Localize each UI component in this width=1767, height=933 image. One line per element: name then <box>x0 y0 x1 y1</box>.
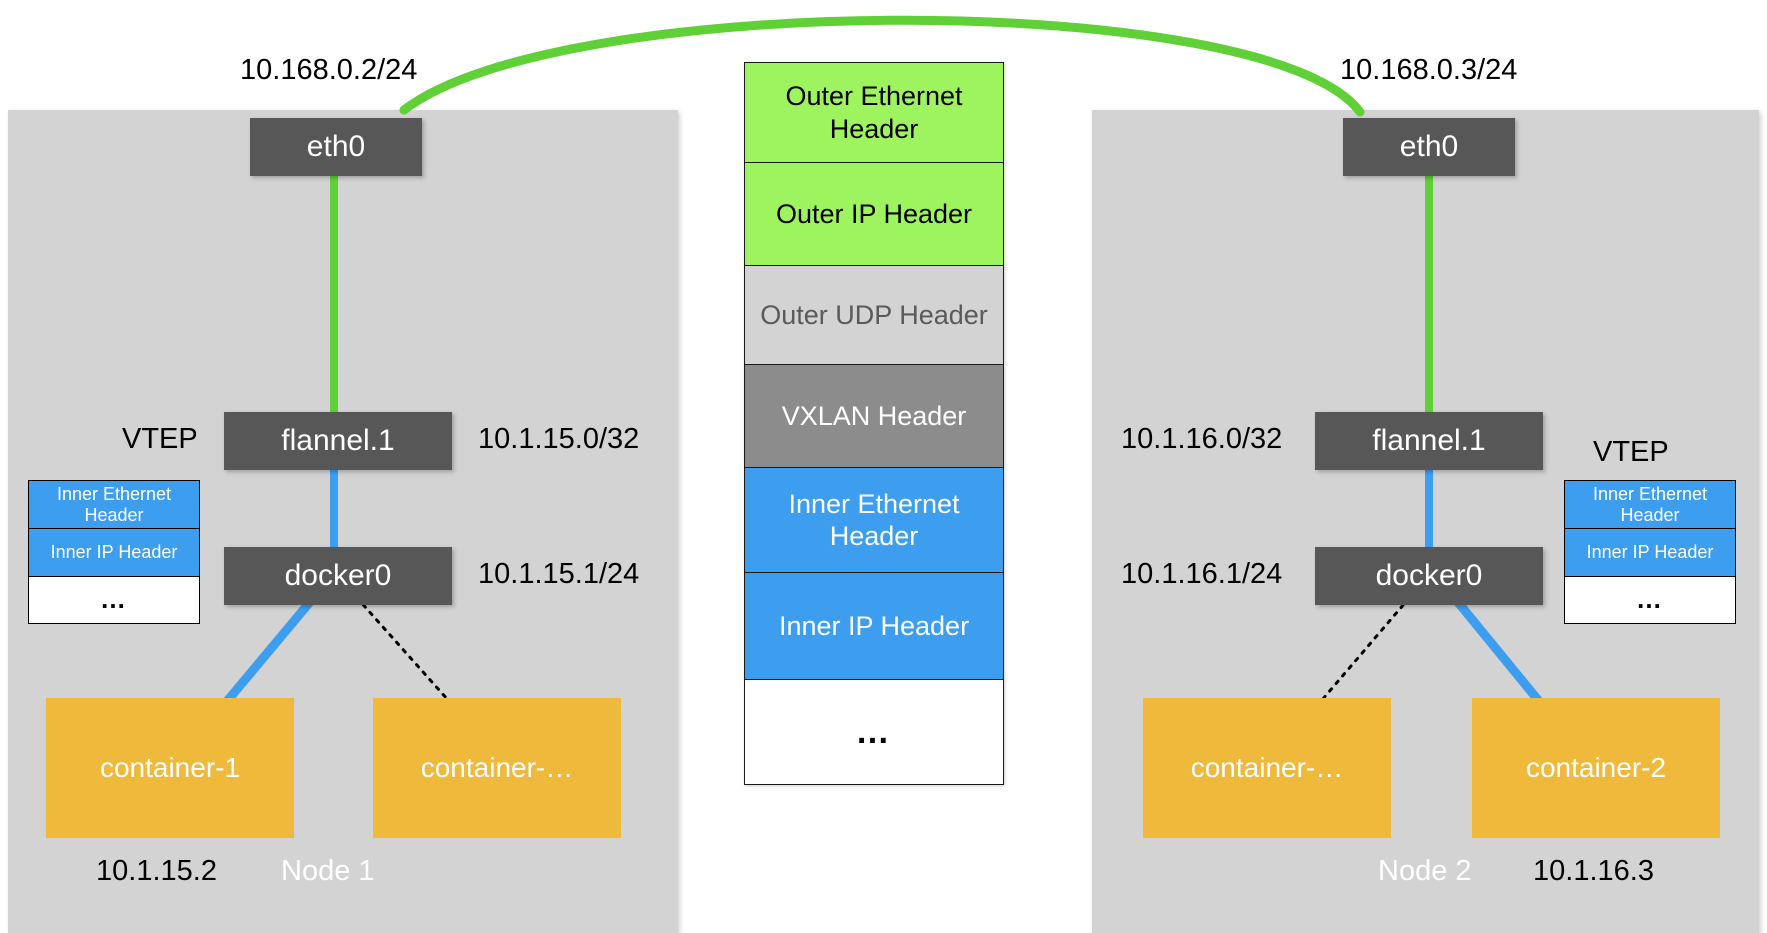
container2-ip-label: 10.1.16.3 <box>1533 855 1654 887</box>
flannel-ip-label-right: 10.1.16.0/32 <box>1121 423 1283 455</box>
container-box-right-1-label: container-… <box>1190 752 1344 783</box>
container-box-left-1[interactable]: container-1 <box>46 698 294 838</box>
eth0-ip-label-right: 10.168.0.3/24 <box>1340 54 1518 86</box>
packet-stack-row: VXLAN Header <box>745 365 1003 468</box>
mini-packet-row: … <box>29 577 199 623</box>
device-flannel-left-label: flannel.1 <box>281 424 395 457</box>
mini-packet-row: Inner Ethernet Header <box>29 481 199 529</box>
mini-packet-row-label: Inner IP Header <box>50 542 178 563</box>
packet-stack-row: … <box>745 680 1003 784</box>
link-flannel-docker-right <box>1425 412 1433 547</box>
device-docker0-right-label: docker0 <box>1375 559 1483 592</box>
eth0-ip-label-left: 10.168.0.2/24 <box>240 54 418 86</box>
link-flannel-docker-left <box>330 412 338 547</box>
mini-packet-row-label: Inner Ethernet Header <box>1592 483 1708 525</box>
container-box-left-2-label: container-… <box>420 752 574 783</box>
mini-packet-row: Inner IP Header <box>29 529 199 577</box>
packet-stack-row: Inner Ethernet Header <box>745 468 1003 573</box>
packet-stack-row: Outer Ethernet Header <box>745 63 1003 163</box>
packet-stack-row: Outer UDP Header <box>745 266 1003 365</box>
packet-stack-row: Outer IP Header <box>745 163 1003 266</box>
container-box-right-2-label: container-2 <box>1525 752 1667 783</box>
mini-packet-left: Inner Ethernet Header Inner IP Header … <box>28 480 200 624</box>
vtep-label-right: VTEP <box>1593 436 1669 468</box>
mini-packet-row: Inner Ethernet Header <box>1565 481 1735 529</box>
packet-stack: Outer Ethernet Header Outer IP Header Ou… <box>744 62 1004 785</box>
device-eth0-left-label: eth0 <box>306 130 366 163</box>
device-eth0-left[interactable]: eth0 <box>250 118 422 176</box>
mini-packet-row: … <box>1565 577 1735 623</box>
flannel-ip-label-left: 10.1.15.0/32 <box>478 423 640 455</box>
packet-stack-row-label: Inner IP Header <box>778 610 970 641</box>
container-box-left-1-label: container-1 <box>99 752 241 783</box>
container-box-right-2[interactable]: container-2 <box>1472 698 1720 838</box>
packet-stack-row: Inner IP Header <box>745 573 1003 680</box>
link-eth0-flannel-left <box>330 160 338 412</box>
device-eth0-right[interactable]: eth0 <box>1343 118 1515 176</box>
packet-stack-row-label: VXLAN Header <box>781 400 967 431</box>
device-docker0-right[interactable]: docker0 <box>1315 547 1543 605</box>
docker0-ip-label-left: 10.1.15.1/24 <box>478 558 640 590</box>
container1-ip-label: 10.1.15.2 <box>96 855 217 887</box>
container-box-left-2[interactable]: container-… <box>373 698 621 838</box>
mini-packet-row-label: … <box>1636 584 1664 615</box>
mini-packet-right: Inner Ethernet Header Inner IP Header … <box>1564 480 1736 624</box>
link-eth0-flannel-right <box>1425 160 1433 412</box>
device-eth0-right-label: eth0 <box>1399 130 1459 163</box>
device-flannel-left[interactable]: flannel.1 <box>224 412 452 470</box>
node-name-right: Node 2 <box>1378 855 1472 887</box>
device-flannel-right[interactable]: flannel.1 <box>1315 412 1543 470</box>
packet-stack-row-label: Outer Ethernet Header <box>785 81 963 144</box>
packet-stack-row-label: Outer IP Header <box>775 198 973 229</box>
packet-stack-row-label: … <box>855 712 893 751</box>
mini-packet-row-label: … <box>100 584 128 615</box>
docker0-ip-label-right: 10.1.16.1/24 <box>1121 558 1283 590</box>
mini-packet-row: Inner IP Header <box>1565 529 1735 577</box>
device-docker0-left-label: docker0 <box>284 559 392 592</box>
device-flannel-right-label: flannel.1 <box>1372 424 1486 457</box>
vtep-label-left: VTEP <box>122 423 198 455</box>
mini-packet-row-label: Inner Ethernet Header <box>56 483 172 525</box>
packet-stack-row-label: Outer UDP Header <box>760 299 988 330</box>
packet-stack-row-label: Inner Ethernet Header <box>788 488 960 551</box>
device-docker0-left[interactable]: docker0 <box>224 547 452 605</box>
node-name-left: Node 1 <box>281 855 375 887</box>
container-box-right-1[interactable]: container-… <box>1143 698 1391 838</box>
mini-packet-row-label: Inner IP Header <box>1586 542 1714 563</box>
